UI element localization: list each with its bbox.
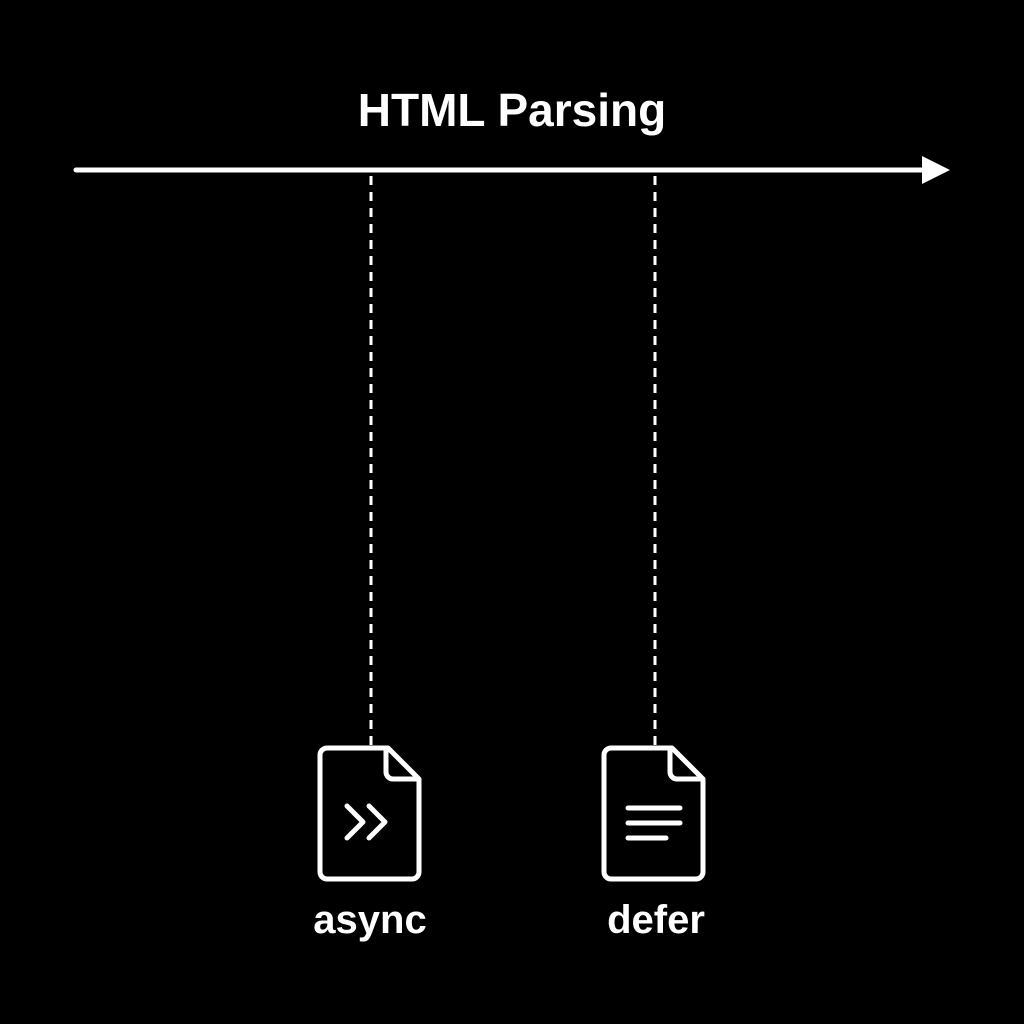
defer-label: defer	[607, 898, 705, 942]
timeline-arrowhead	[922, 156, 950, 184]
file-fast-forward-icon	[317, 745, 422, 882]
async-label: async	[313, 898, 427, 942]
file-text-lines-icon	[601, 745, 706, 882]
diagram-title: HTML Parsing	[357, 84, 667, 136]
timeline-arrow	[73, 156, 950, 184]
